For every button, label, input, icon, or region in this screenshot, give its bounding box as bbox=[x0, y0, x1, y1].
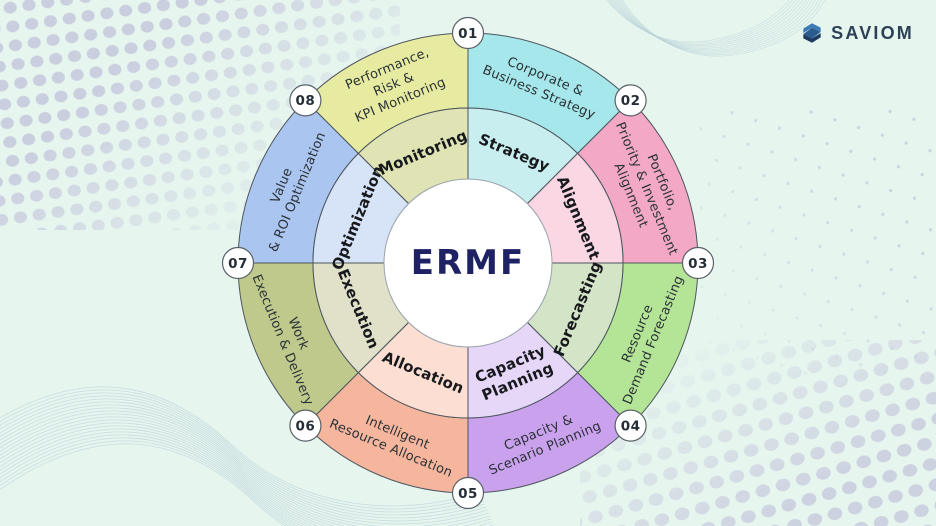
framework-title: ERMF bbox=[410, 243, 526, 283]
svg-text:05: 05 bbox=[458, 486, 478, 502]
svg-text:03: 03 bbox=[688, 256, 708, 272]
svg-text:07: 07 bbox=[228, 256, 248, 272]
sparse-dots-right bbox=[700, 110, 936, 380]
badge-02: 02 bbox=[614, 84, 647, 117]
badge-05: 05 bbox=[451, 476, 485, 510]
svg-text:06: 06 bbox=[296, 418, 316, 434]
number-badges: 01 02 03 04 05 06 bbox=[221, 16, 715, 510]
svg-text:01: 01 bbox=[458, 26, 478, 42]
brand-name: SAVIOM bbox=[831, 22, 914, 43]
saviom-logo-icon bbox=[803, 23, 821, 43]
outer-ring bbox=[237, 32, 699, 494]
badge-01: 01 bbox=[451, 16, 485, 50]
badge-04: 04 bbox=[614, 409, 647, 442]
wheel-center-circle bbox=[383, 178, 553, 348]
svg-text:08: 08 bbox=[296, 93, 316, 109]
svg-text:02: 02 bbox=[621, 93, 641, 109]
badge-08: 08 bbox=[289, 84, 322, 117]
badge-07: 07 bbox=[221, 246, 255, 280]
badge-06: 06 bbox=[289, 409, 322, 442]
brand-logo: SAVIOM bbox=[800, 20, 914, 46]
svg-text:04: 04 bbox=[621, 418, 641, 434]
badge-03: 03 bbox=[681, 246, 715, 280]
